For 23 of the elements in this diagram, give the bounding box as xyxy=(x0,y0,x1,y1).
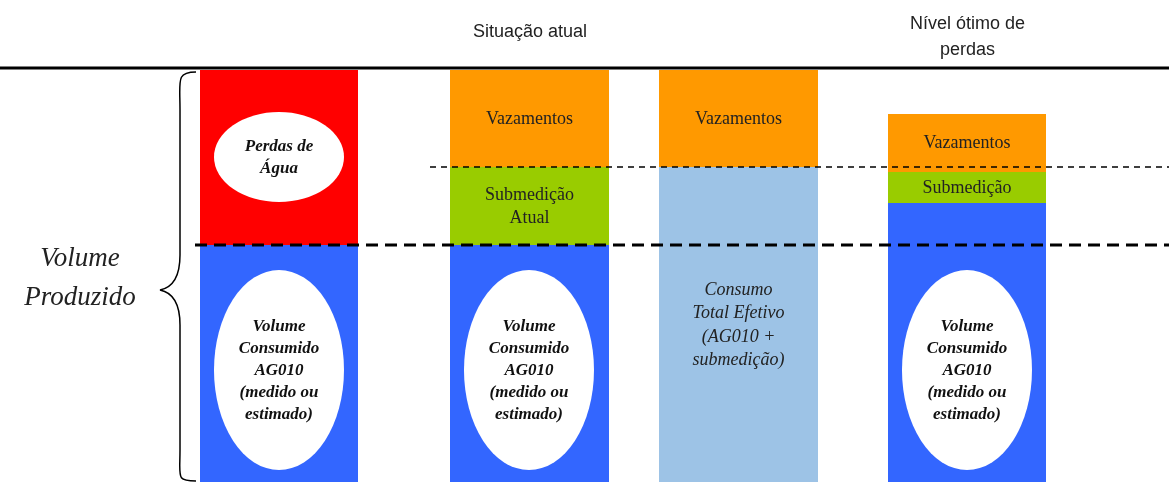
column-heading: Situação atual xyxy=(471,20,589,43)
bar-label: Vazamentos xyxy=(485,106,574,130)
leakage-bar xyxy=(888,114,1046,172)
ellipse-label: Volume Consumido AG010 (medido ou estimado) xyxy=(237,314,321,426)
axis-caption: Volume Produzido xyxy=(23,241,137,314)
bar-label: Consumo Total Efetivo (AG010 + submedição) xyxy=(691,277,786,371)
bar-label: Submedição xyxy=(921,175,1013,199)
under-metering-bar xyxy=(888,172,1046,203)
under-metering-bar xyxy=(450,167,609,245)
ellipse-label: Volume Consumido AG010 (medido ou estimado) xyxy=(487,314,571,426)
consumed-volume-bar xyxy=(200,245,358,482)
bar-label: Vazamentos xyxy=(694,106,783,130)
leakage-bar xyxy=(659,70,818,167)
bar-label: Vazamentos xyxy=(922,131,1012,155)
effective-consumption-bar xyxy=(659,167,818,482)
bar-label: Submedição Atual xyxy=(484,182,575,229)
leakage-bar xyxy=(450,70,609,167)
ellipse-label: Volume Consumido AG010 (medido ou estimado) xyxy=(925,314,1009,426)
water-loss-bar xyxy=(200,70,358,245)
consumed-volume-bar xyxy=(450,245,609,482)
consumed-volume-bar xyxy=(888,203,1046,482)
column-heading: Nível ótimo de perdas xyxy=(908,12,1027,62)
ellipse-label: Perdas de Água xyxy=(243,134,315,179)
